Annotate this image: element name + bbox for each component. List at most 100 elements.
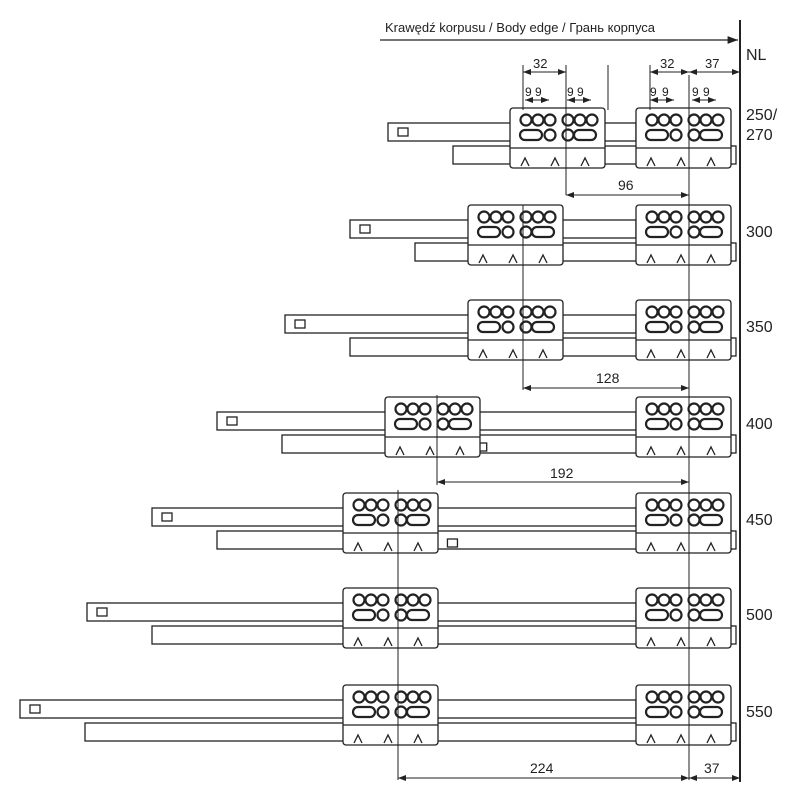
tooth [706, 156, 716, 167]
hole [669, 417, 683, 431]
slot [530, 225, 556, 239]
hole [669, 593, 683, 607]
hole [687, 113, 701, 127]
tooth [425, 445, 435, 456]
mounting-bracket [467, 204, 564, 266]
slot [698, 513, 724, 527]
hole [645, 113, 659, 127]
tooth [478, 253, 488, 264]
dim-top-front-32: 32 [533, 56, 547, 71]
hole [543, 210, 557, 224]
hole [460, 402, 474, 416]
tooth [353, 636, 363, 647]
hole [364, 690, 378, 704]
slot [518, 128, 544, 142]
mounting-bracket [342, 684, 439, 746]
slot [698, 417, 724, 431]
tooth [706, 733, 716, 744]
hole [436, 417, 450, 431]
slot [698, 320, 724, 334]
hole [687, 705, 701, 719]
hole [394, 513, 408, 527]
nl-label: NL [746, 47, 767, 64]
hole [519, 210, 533, 224]
slot [351, 608, 377, 622]
mounting-bracket [342, 492, 439, 554]
slot [698, 128, 724, 142]
slot [351, 513, 377, 527]
row-size-label: 550 [746, 704, 773, 721]
slot [476, 225, 502, 239]
hole [394, 593, 408, 607]
hole [531, 305, 545, 319]
hole [376, 593, 390, 607]
tooth [508, 348, 518, 359]
hole [645, 690, 659, 704]
hole [711, 690, 725, 704]
hole [406, 498, 420, 512]
hole [687, 305, 701, 319]
dim-192: 192 [550, 465, 574, 481]
hole [543, 305, 557, 319]
dim-bottom-37: 37 [704, 760, 720, 776]
slot [644, 225, 670, 239]
slot [644, 320, 670, 334]
hole [699, 113, 713, 127]
hole [711, 210, 725, 224]
dim-224: 224 [530, 760, 554, 776]
hole [519, 305, 533, 319]
hole [477, 210, 491, 224]
hole [406, 402, 420, 416]
hole [376, 513, 390, 527]
mounting-bracket [635, 396, 732, 458]
row-size-label: 500 [746, 607, 773, 624]
hole [687, 417, 701, 431]
runner-row: 250/270 [387, 107, 778, 169]
hole [669, 113, 683, 127]
hole [418, 402, 432, 416]
hole [711, 113, 725, 127]
hole [501, 305, 515, 319]
dim-top-edge-37: 37 [705, 56, 719, 71]
tooth [520, 156, 530, 167]
hole [687, 225, 701, 239]
hole [687, 593, 701, 607]
tooth [676, 348, 686, 359]
hole [519, 320, 533, 334]
hole [406, 690, 420, 704]
tooth [646, 445, 656, 456]
rail-tab [226, 416, 238, 426]
tooth [353, 733, 363, 744]
mounting-bracket [509, 107, 606, 169]
hole [687, 210, 701, 224]
hole [501, 210, 515, 224]
row-size-label: 350 [746, 319, 773, 336]
runner-row: 350 [284, 299, 773, 361]
slot [644, 513, 670, 527]
dim-pitch-label: 9 [577, 85, 584, 99]
tooth [706, 348, 716, 359]
rail-tab [96, 607, 108, 617]
mounting-bracket [635, 492, 732, 554]
runner-row: 450 [151, 492, 773, 554]
slot [530, 320, 556, 334]
hole [519, 225, 533, 239]
dim-top-rear-32: 32 [660, 56, 674, 71]
tooth [646, 541, 656, 552]
dim-pitch-label: 9 [692, 85, 699, 99]
row-size-label: 300 [746, 224, 773, 241]
hole [352, 593, 366, 607]
slot [405, 705, 431, 719]
hole [699, 305, 713, 319]
hole [699, 498, 713, 512]
tooth [646, 636, 656, 647]
hole [394, 705, 408, 719]
hole [531, 210, 545, 224]
hole [352, 690, 366, 704]
mounting-bracket [635, 684, 732, 746]
hole [376, 498, 390, 512]
tooth [508, 253, 518, 264]
slot [393, 417, 419, 431]
mounting-bracket [635, 587, 732, 649]
